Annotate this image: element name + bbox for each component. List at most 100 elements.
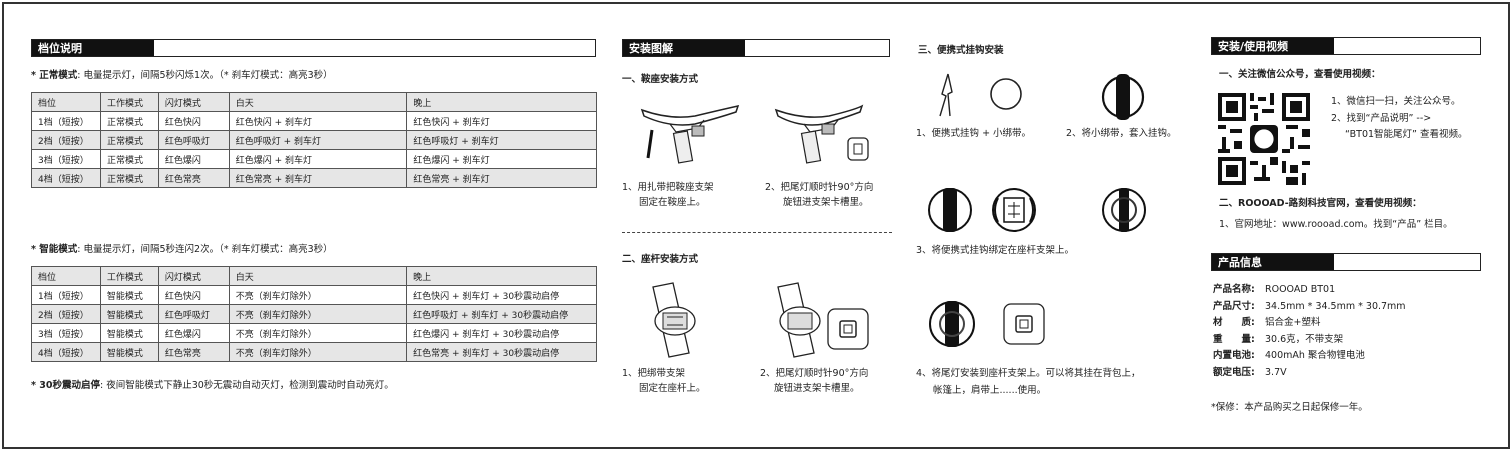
table-cell: 红色快闪 + 刹车灯 + 30秒震动启停 (406, 285, 597, 305)
normal-mode-note: * 正常模式: 电量提示灯，间隔5秒闪烁1次。（* 刹车灯模式：高亮3秒） (31, 69, 333, 82)
mode-section-title: 档位说明 (32, 40, 154, 56)
hook-and-band-illustration (939, 73, 1022, 117)
saddle-step2-line2: 旋钮进支架卡槽里。 (783, 197, 869, 208)
spec-value: 30.6克，不带支架 (1265, 333, 1344, 345)
hook-on-post-illustration (928, 188, 1036, 232)
website-step: 1、官网地址：www.roooad.com。找到“产品” 栏目。 (1219, 219, 1453, 230)
spec-value: 铝合金+塑料 (1265, 317, 1321, 328)
table-row: 2档（短按）正常模式红色呼吸灯红色呼吸灯 + 刹车灯红色呼吸灯 + 刹车灯 (31, 130, 597, 150)
table-cell: 2档（短按） (31, 130, 101, 150)
install-section-title: 安装图解 (623, 40, 745, 56)
spec-row: 材 质: 铝合金+塑料 (1213, 316, 1320, 329)
table-row: 4档（短按）正常模式红色常亮红色常亮 + 刹车灯红色常亮 + 刹车灯 (31, 168, 597, 188)
table-cell: 红色快闪 (157, 111, 230, 131)
smart-mode-note: * 智能模式: 电量提示灯，间隔5秒连闪2次。（* 刹车灯模式：高亮3秒） (31, 243, 333, 256)
spec-value: 400mAh 聚合物锂电池 (1265, 350, 1365, 361)
saddle-step1-line2: 固定在鞍座上。 (639, 197, 706, 208)
wechat-step3: “BT01智能尾灯” 查看视频。 (1345, 129, 1468, 140)
seatpost-light-illustration (777, 282, 869, 358)
install-divider (622, 232, 892, 233)
column-header: 晚上 (406, 266, 597, 286)
table-row: 3档（短按）智能模式红色爆闪不亮（刹车灯除外）红色爆闪 + 刹车灯 + 30秒震… (31, 323, 597, 343)
table-row: 4档（短按）智能模式红色常亮不亮（刹车灯除外）红色常亮 + 刹车灯 + 30秒震… (31, 342, 597, 362)
spec-value: 3.7V (1265, 366, 1287, 378)
table-row: 2档（短按）智能模式红色呼吸灯不亮（刹车灯除外）红色呼吸灯 + 刹车灯 + 30… (31, 304, 597, 324)
portable-step1: 1、便携式挂钩 + 小绑带。 (916, 128, 1032, 139)
table-cell: 正常模式 (99, 130, 159, 150)
table-cell: 红色常亮 + 刹车灯 (406, 168, 597, 188)
seatpost-step1-line2: 固定在座杆上。 (639, 383, 706, 394)
spec-label: 产品尺寸: (1213, 300, 1255, 312)
normal-mode-desc: : 电量提示灯，间隔5秒闪烁1次。（* 刹车灯模式：高亮3秒） (77, 70, 333, 81)
saddle-light-illustration (774, 104, 869, 164)
spec-row: 产品名称:ROOOAD BT01 (1213, 283, 1335, 296)
table-cell: 智能模式 (99, 342, 159, 362)
table-cell: 1档（短按） (31, 111, 101, 131)
column-header: 工作模式 (99, 266, 159, 286)
saddle-step1-line1: 1、用扎带把鞍座支架 (622, 182, 714, 193)
portable-step3: 3、将便携式挂钩绑定在座杆支架上。 (916, 245, 1075, 256)
product-section-title: 产品信息 (1212, 254, 1334, 270)
table-cell: 红色爆闪 (157, 323, 230, 343)
saddle-mount-illustration (640, 104, 740, 164)
smart-mode-desc: : 电量提示灯，间隔5秒连闪2次。（* 刹车灯模式：高亮3秒） (77, 244, 333, 255)
table-cell: 红色常亮 + 刹车灯 + 30秒震动启停 (406, 342, 597, 362)
table-cell: 正常模式 (99, 149, 159, 169)
product-section-header: 产品信息 (1211, 253, 1481, 271)
column-header: 白天 (228, 92, 408, 112)
table-cell: 红色常亮 (157, 342, 230, 362)
table-cell: 红色爆闪 + 刹车灯 (406, 149, 597, 169)
column-header: 闪灯模式 (157, 266, 230, 286)
portable-install-title: 三、便携式挂钩安装 (918, 45, 1004, 56)
table-cell: 红色常亮 + 刹车灯 (228, 168, 408, 188)
wechat-title: 一、关注微信公众号，查看使用视频： (1219, 69, 1381, 80)
smart-table-header-row: 档位工作模式闪灯模式白天晚上 (31, 266, 597, 286)
table-cell: 红色爆闪 + 刹车灯 + 30秒震动启停 (406, 323, 597, 343)
band-in-hook-illustration (1101, 74, 1145, 120)
mode-section-header: 档位说明 (31, 39, 596, 57)
spec-row: 重 量: 30.6克，不带支架 (1213, 333, 1343, 346)
portable-step4-line2: 帐篷上，肩带上......使用。 (933, 385, 1047, 396)
light-on-post-illustration (929, 301, 1045, 347)
spec-label: 内置电池: (1213, 350, 1255, 361)
video-section-title: 安装/使用视频 (1212, 38, 1334, 54)
table-cell: 不亮（刹车灯除外） (228, 285, 408, 305)
wechat-step2: 2、找到“产品说明” --> (1331, 113, 1432, 124)
column-header: 档位 (31, 92, 101, 112)
vibration-desc: : 夜间智能模式下静止30秒无震动自动灭灯，检测到震动时自动亮灯。 (100, 380, 394, 391)
seatpost-mount-illustration (652, 282, 696, 358)
table-cell: 红色常亮 (157, 168, 230, 188)
spec-row: 内置电池: 400mAh 聚合物锂电池 (1213, 349, 1365, 362)
table-cell: 红色爆闪 (157, 149, 230, 169)
saddle-step2-line1: 2、把尾灯顺时针90°方向 (765, 182, 874, 193)
vibration-note: * 30秒震动启停: 夜间智能模式下静止30秒无震动自动灭灯，检测到震动时自动亮… (31, 379, 394, 392)
table-cell: 智能模式 (99, 323, 159, 343)
video-section-header: 安装/使用视频 (1211, 37, 1481, 55)
column-header: 工作模式 (99, 92, 159, 112)
table-cell: 红色呼吸灯 + 刹车灯 (406, 130, 597, 150)
wechat-qr-code (1218, 93, 1310, 185)
table-cell: 红色快闪 + 刹车灯 (406, 111, 597, 131)
spec-row: 产品尺寸:34.5mm * 34.5mm * 30.7mm (1213, 300, 1406, 313)
table-cell: 4档（短按） (31, 168, 101, 188)
table-cell: 3档（短按） (31, 149, 101, 169)
spec-label: 额定电压: (1213, 366, 1255, 378)
seatpost-step2-line1: 2、把尾灯顺时针90°方向 (760, 368, 869, 379)
table-cell: 正常模式 (99, 111, 159, 131)
wechat-step1: 1、微信扫一扫，关注公众号。 (1331, 96, 1461, 107)
spec-label: 材 质: (1213, 317, 1255, 328)
table-cell: 2档（短按） (31, 304, 101, 324)
table-row: 1档（短按）正常模式红色快闪红色快闪 + 刹车灯红色快闪 + 刹车灯 (31, 111, 597, 131)
table-cell: 红色快闪 + 刹车灯 (228, 111, 408, 131)
spec-label: 重 量: (1213, 333, 1255, 345)
seatpost-step2-line2: 旋钮进支架卡槽里。 (774, 383, 860, 394)
table-cell: 红色呼吸灯 (157, 130, 230, 150)
install-section-header: 安装图解 (622, 39, 890, 57)
table-cell: 3档（短按） (31, 323, 101, 343)
normal-mode-label: * 正常模式 (31, 70, 78, 81)
smart-mode-label: * 智能模式 (31, 244, 78, 255)
table-cell: 不亮（刹车灯除外） (228, 342, 408, 362)
table-cell: 不亮（刹车灯除外） (228, 304, 408, 324)
